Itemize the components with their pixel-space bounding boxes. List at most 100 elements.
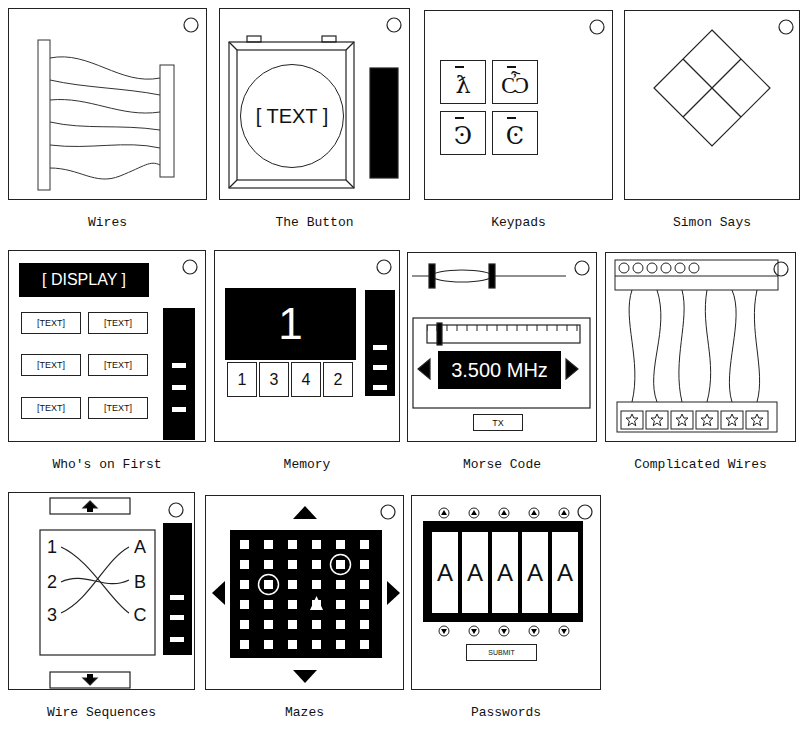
number-button: 3: [259, 362, 289, 397]
wire-end-label-text: 3: [47, 605, 57, 626]
word-button: [TEXT]: [21, 354, 81, 376]
button-module-art: [229, 36, 398, 188]
wire-end-label-text: A: [134, 537, 146, 558]
drawing-part: [170, 637, 184, 642]
drawing-part: [160, 65, 174, 177]
drawing-part: [310, 596, 323, 610]
transmit-button: TX: [473, 414, 523, 431]
module-text: [TEXT]: [104, 360, 132, 370]
drawing-part: [172, 407, 186, 412]
drawing-part: [163, 523, 192, 655]
wire-end-label-text: C: [134, 605, 147, 626]
module-caption: Mazes: [176, 706, 433, 719]
drawing-part: [163, 308, 195, 440]
word-button: [TEXT]: [88, 312, 148, 334]
module-text: 4: [302, 371, 311, 389]
drawing-part: [229, 42, 354, 188]
drawing-part: [529, 626, 539, 636]
drawing-part: [61, 547, 129, 613]
drawing-part: [626, 414, 638, 426]
drawing-part: [499, 626, 509, 636]
drawing-part: [183, 260, 197, 274]
drawing-part: [726, 414, 738, 426]
drawing-part: [259, 575, 279, 595]
drawing-part: [83, 678, 97, 685]
drawing-part: [413, 318, 590, 408]
drawing-part: [437, 323, 442, 345]
drawing-part: [38, 40, 50, 190]
keypad-key: ƛ: [440, 60, 486, 104]
drawing-part: [237, 50, 346, 180]
module-text: [TEXT]: [37, 403, 65, 413]
drawing-part: [172, 385, 186, 390]
drawing-part: [531, 629, 537, 634]
module-text: A: [557, 559, 573, 587]
module-caption: Memory: [185, 458, 429, 471]
module-panel: Mazes: [205, 495, 404, 690]
drawing-part: [365, 290, 395, 396]
drawing-part: [169, 503, 183, 517]
drawing-part: [229, 180, 237, 188]
keypad-key: Ͼ: [492, 111, 538, 155]
drawing-part: [40, 530, 155, 655]
drawing-part: [170, 615, 184, 620]
module-panel: Who's on First[ DISPLAY ][TEXT][TEXT][TE…: [8, 250, 206, 442]
drawing-part: [471, 629, 477, 634]
drawing-part: [654, 290, 661, 402]
drawing-part: [373, 385, 387, 390]
drawing-part: [489, 264, 495, 288]
drawing-part: [293, 670, 317, 683]
drawing-part: [559, 508, 569, 518]
drawing-part: [50, 100, 160, 114]
module-text: A: [497, 559, 513, 587]
drawing-part: [779, 20, 793, 34]
module-panel: The Button[ TEXT ]: [219, 8, 410, 200]
drawing-part: [754, 290, 759, 402]
module-text: 3.500 MHz: [451, 359, 548, 382]
big-button: [ TEXT ]: [240, 64, 344, 168]
drawing-part: [370, 68, 398, 178]
drawing-part: [701, 414, 713, 426]
word-button: [TEXT]: [88, 397, 148, 419]
drawing-part: [559, 626, 569, 636]
drawing-part: [441, 510, 447, 515]
complicated-wires-art: [615, 260, 778, 432]
maze-art: [212, 506, 400, 683]
drawing-part: [646, 411, 668, 429]
drawing-part: [671, 411, 693, 429]
module-text: [ TEXT ]: [256, 105, 329, 128]
wire-end-label: 2: [44, 572, 60, 592]
status-lights: [169, 18, 793, 519]
drawing-part: [346, 180, 354, 188]
drawing-part: [441, 629, 447, 634]
drawing-part: [83, 501, 97, 508]
module-text: 1: [238, 371, 247, 389]
drawing-part: [50, 80, 160, 95]
wire-end-label-text: 2: [47, 572, 57, 593]
number-button: 4: [291, 362, 321, 397]
drawing-part: [50, 163, 160, 179]
drawing-part: [578, 505, 592, 519]
module-panel: KeypadsƛѼϿϾ: [424, 10, 613, 200]
module-caption: Wire Sequences: [0, 706, 224, 719]
drawing-part: [439, 626, 449, 636]
number-button: 2: [323, 362, 353, 397]
drawing-part: [87, 674, 93, 679]
module-text: A: [437, 559, 453, 587]
drawing-part: [499, 508, 509, 518]
drawing-part: [615, 260, 778, 290]
drawing-part: [293, 506, 317, 519]
module-text: 1: [278, 299, 302, 349]
drawing-part: [432, 270, 492, 282]
module-caption: Who's on First: [0, 458, 235, 471]
module-text: Ͼ: [506, 122, 524, 150]
module-panel: Memory11342: [214, 250, 400, 442]
drawing-part: [240, 540, 384, 660]
drawing-part: [619, 263, 629, 273]
drawing-part: [661, 263, 671, 273]
module-caption: Wires: [0, 216, 236, 229]
drawing-part: [387, 18, 401, 32]
module-panel: Simon Says: [624, 10, 800, 200]
keypad-key: Ͽ: [440, 111, 486, 155]
drawing-part: [87, 507, 93, 512]
